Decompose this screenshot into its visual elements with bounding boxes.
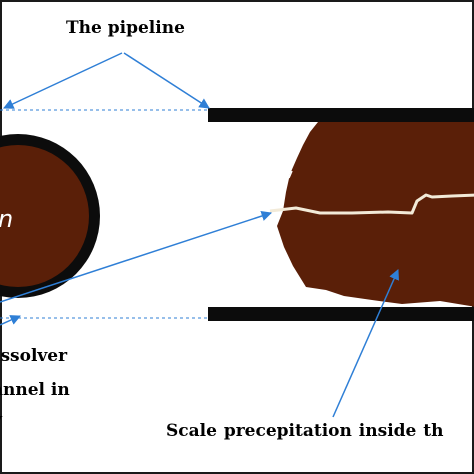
pipeline-arrow-left: [3, 52, 123, 109]
scale-deposit: [277, 122, 474, 307]
pipe-top-wall: [208, 108, 474, 122]
cross-section-channel-glyph: n: [0, 206, 13, 232]
pipeline-label: The pipeline: [66, 18, 185, 38]
dissolver-arrow-upper: [0, 210, 272, 303]
dissolver-label-line-1: issolver: [0, 346, 68, 366]
pipeline-arrow-right: [123, 52, 210, 109]
dissolver-arrow-lower: [0, 315, 21, 326]
pipe-cross-section-scale: [0, 145, 89, 287]
scale-precipitation-label: Scale precepitation inside th: [166, 421, 444, 441]
pipe-bottom-wall: [208, 307, 474, 321]
scale-arrow: [332, 269, 399, 418]
dissolver-label-line-3: y: [0, 410, 2, 430]
deposit-crack-line: [288, 170, 293, 179]
dissolver-channel: [269, 193, 474, 215]
dissolver-label-line-2: annel in: [0, 380, 70, 400]
